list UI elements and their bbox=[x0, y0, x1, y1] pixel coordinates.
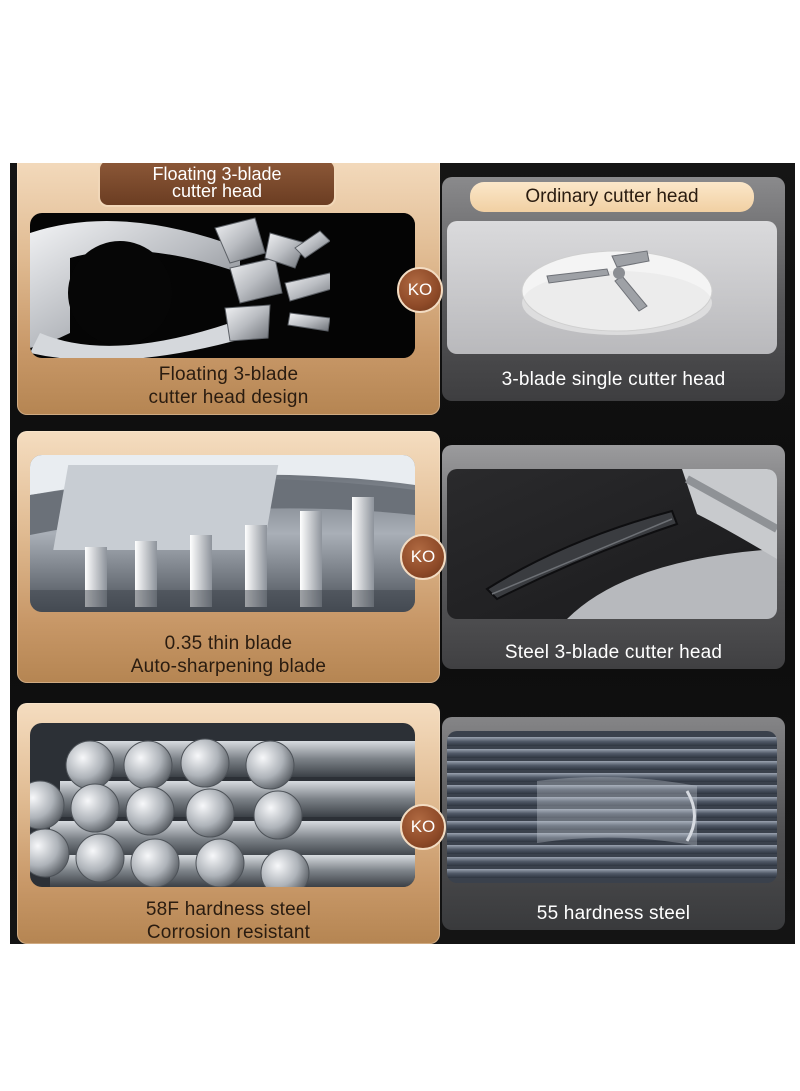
premium-caption: Floating 3-blade cutter head design bbox=[17, 363, 440, 409]
ordinary-cutter-photo bbox=[447, 221, 777, 354]
ordinary-caption: 55 hardness steel bbox=[442, 902, 785, 925]
premium-caption-line-1: Floating 3-blade bbox=[158, 364, 299, 385]
comparison-row-steel: KO 58F hardness steel Corrosion resistan… bbox=[10, 703, 795, 944]
steel-blade-photo bbox=[447, 469, 777, 619]
premium-caption-line-1: 0.35 thin blade bbox=[164, 633, 293, 654]
premium-caption: 0.35 thin blade Auto-sharpening blade bbox=[17, 632, 440, 678]
premium-caption: 58F hardness steel Corrosion resistant bbox=[17, 898, 440, 944]
premium-caption-line-2: Auto-sharpening blade bbox=[130, 656, 327, 677]
steel-rods-photo bbox=[30, 723, 415, 887]
versus-badge: KO bbox=[397, 267, 443, 313]
ordinary-caption: 3-blade single cutter head bbox=[442, 368, 785, 391]
premium-caption-line-2: Corrosion resistant bbox=[146, 922, 311, 943]
premium-title-badge: Floating 3-blade cutter head bbox=[98, 163, 336, 207]
comparison-row-blade: KO 0.35 thin blade Auto-sharpening blade… bbox=[10, 431, 795, 683]
versus-badge: KO bbox=[400, 534, 446, 580]
thin-blade-photo bbox=[30, 455, 415, 612]
premium-title-line-1: Floating 3-blade bbox=[152, 164, 282, 184]
comparison-row-cutter-head: Floating 3-blade cutter head Ordinary cu… bbox=[10, 163, 795, 415]
ordinary-caption: Steel 3-blade cutter head bbox=[442, 641, 785, 664]
premium-title-line-2: cutter head bbox=[171, 181, 263, 201]
versus-badge: KO bbox=[400, 804, 446, 850]
rebar-bundle-photo bbox=[447, 731, 777, 883]
ordinary-caption-line-1: 3-blade single cutter head bbox=[501, 369, 726, 390]
premium-caption-line-1: 58F hardness steel bbox=[145, 899, 312, 920]
ordinary-title-badge: Ordinary cutter head bbox=[470, 182, 754, 212]
ordinary-caption-line-1: 55 hardness steel bbox=[536, 903, 691, 924]
comparison-canvas: Floating 3-blade cutter head Ordinary cu… bbox=[10, 163, 795, 944]
premium-caption-line-2: cutter head design bbox=[148, 387, 309, 408]
ordinary-caption-line-1: Steel 3-blade cutter head bbox=[504, 642, 723, 663]
floating-blade-cutter-photo bbox=[30, 213, 415, 358]
